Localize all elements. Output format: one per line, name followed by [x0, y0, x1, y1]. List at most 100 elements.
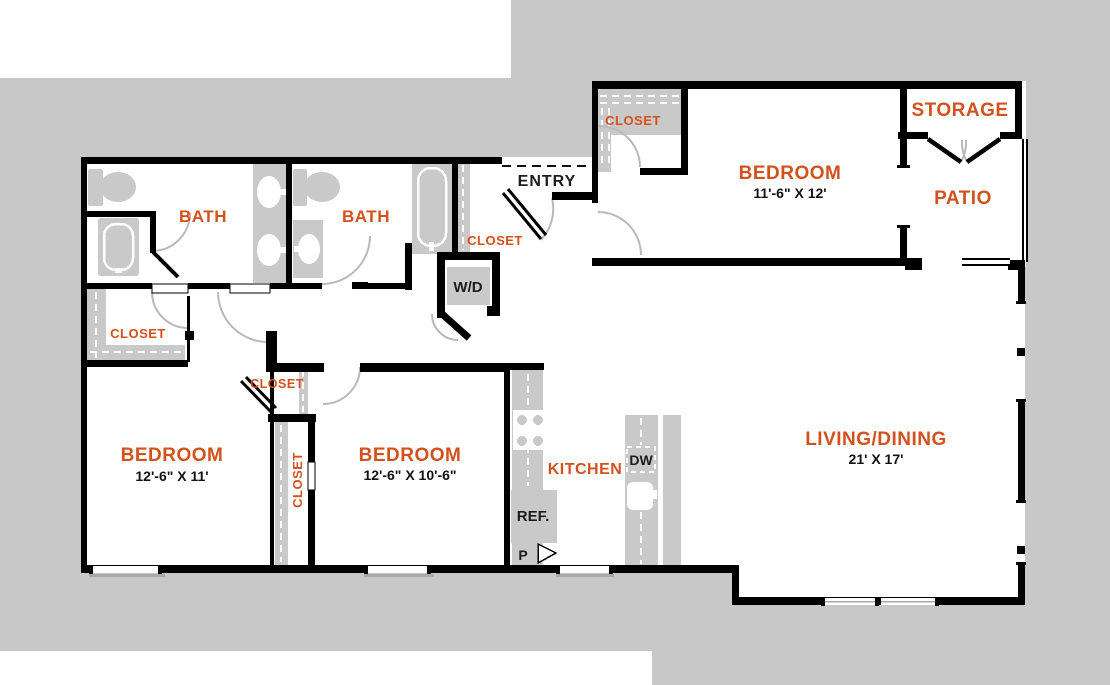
bedroom-left-dims: 12'-6" X 11'	[135, 468, 208, 484]
door-leaves	[151, 137, 1002, 558]
arc-bedroom-mid-door	[322, 366, 361, 405]
window-living-right-c	[1017, 502, 1025, 546]
living-dining-label: LIVING/DINING	[805, 429, 947, 450]
burner-4	[533, 436, 543, 446]
bath-2-label: BATH	[342, 207, 390, 226]
wall-patio-corner-left	[905, 260, 922, 270]
wall-wd-right	[492, 252, 500, 314]
wall-wd-top	[437, 252, 500, 260]
wall-storage-bottom-left	[898, 132, 928, 139]
wall-wd-left	[437, 252, 445, 318]
wall-living-right-a	[1018, 266, 1025, 303]
arc-bedroom-top-door	[597, 211, 642, 256]
wall-patio-corner-right	[1008, 260, 1025, 270]
window-bedroom-patio	[900, 167, 907, 227]
wall-living-right-mullion-a	[1017, 348, 1025, 356]
patio-label: PATIO	[934, 188, 992, 209]
wall-counter-top	[504, 363, 544, 370]
peninsula-gap	[658, 415, 663, 567]
wall-living-right-mullion-b	[1017, 546, 1025, 554]
wall-storage-bottom-right	[1000, 132, 1022, 139]
dashed-lines	[90, 95, 686, 564]
closet-shelf-bath1-bottom	[87, 345, 185, 360]
patio-edge-right-b	[1026, 139, 1028, 262]
window-cap-8	[875, 597, 879, 606]
arc-bath1-closet-door	[151, 291, 189, 329]
tub-drain-bath1	[115, 268, 122, 273]
tub-drain-bath2	[429, 242, 434, 251]
window-kitchen	[558, 566, 610, 573]
toilet-bowl-bath1	[100, 172, 136, 202]
threshold-hall-door	[229, 283, 271, 294]
door-leaf-hall-closet-a	[239, 379, 273, 414]
windows	[89, 139, 1028, 606]
wall-bath-bottom-b	[188, 283, 230, 289]
window-bedroom-mid	[366, 566, 430, 573]
wall-bath-bottom-d	[368, 283, 405, 289]
toilet-bowl-bath2	[304, 172, 340, 202]
closet-shelf-between-bedrooms	[275, 422, 288, 565]
window-tick-1	[897, 165, 910, 168]
window-cap-9	[935, 597, 939, 606]
wall-bath-bottom-a	[81, 283, 152, 289]
threshold-closet-mid-door	[307, 461, 316, 491]
faucet-bath1-b	[277, 247, 286, 253]
arc-bedroom-top-closet-door	[598, 125, 641, 168]
entry-closet-label: CLOSET	[467, 233, 523, 248]
faucet-bath1-a	[277, 189, 286, 195]
wall-bedroom-top-closet-bottom	[640, 168, 688, 175]
threshold-closet-door	[151, 283, 189, 294]
door-leaf-bath1-tub	[151, 250, 180, 279]
wall-tub2-right	[452, 157, 458, 255]
door-leaf-hall-closet-b	[244, 375, 278, 410]
window-tick-6	[1016, 562, 1026, 565]
door-leaf-entry-b	[506, 188, 548, 236]
washer-dryer-box	[447, 267, 490, 305]
arc-wd-door	[431, 313, 459, 341]
arc-bath2-door	[321, 235, 371, 285]
wall-bedroom-top-closet-right	[681, 89, 688, 175]
wall-hall-closet-bottom	[268, 414, 316, 422]
wall-entry-right	[592, 81, 598, 203]
wall-closet-right-upper	[308, 414, 315, 462]
wall-closet-thin-left	[270, 372, 274, 565]
patio-sill-top	[962, 258, 1010, 260]
window-living-right-d	[1017, 554, 1025, 564]
washer-dryer-label: W/D	[453, 279, 482, 296]
window-tick-4	[1016, 399, 1026, 402]
window-cap-5	[556, 565, 560, 574]
bedroom-mid-dims: 12'-6" X 10'-6"	[363, 467, 456, 483]
door-leaf-storage-right	[965, 137, 1002, 164]
bedroom-top-dims: 11'-6" X 12'	[753, 185, 826, 201]
window-sill-2	[364, 574, 434, 577]
kitchen-label: KITCHEN	[548, 461, 623, 478]
labels: BATH BATH BEDROOM 11'-6" X 12' STORAGE P…	[110, 100, 1008, 563]
window-cap-6	[609, 565, 613, 574]
window-bedroom-left	[91, 566, 161, 573]
window-sill-3	[556, 574, 614, 577]
burner-3	[517, 436, 527, 446]
wall-hall-closet-top	[268, 363, 324, 372]
wall-bath2-stub	[352, 282, 368, 289]
refrigerator-label: REF.	[517, 508, 550, 525]
wall-bath-bottom-c	[270, 283, 322, 289]
window-tick-2	[897, 225, 910, 228]
closet-shelf-bath1-left	[87, 289, 106, 362]
door-leaf-entry-a	[501, 192, 543, 240]
window-cap-3	[364, 565, 368, 574]
wall-top-right-section	[592, 81, 1022, 89]
kitchen-sink-tab	[643, 490, 657, 499]
dishwasher-outline	[626, 446, 656, 473]
wall-wd-diagonal	[438, 310, 472, 341]
wall-bath1-closet-thin	[187, 296, 190, 362]
wall-bedroom-mid-top	[360, 363, 505, 372]
window-tick-5	[1016, 500, 1026, 503]
arc-hall-door	[217, 291, 269, 343]
patio-sill-bottom	[962, 264, 1010, 266]
between-bedrooms-closet-label: CLOSET	[290, 452, 305, 508]
wall-bath1-closet-bottom	[81, 360, 188, 367]
wall-bath2-side	[405, 243, 412, 290]
wall-bath1-tubroom	[150, 211, 156, 253]
